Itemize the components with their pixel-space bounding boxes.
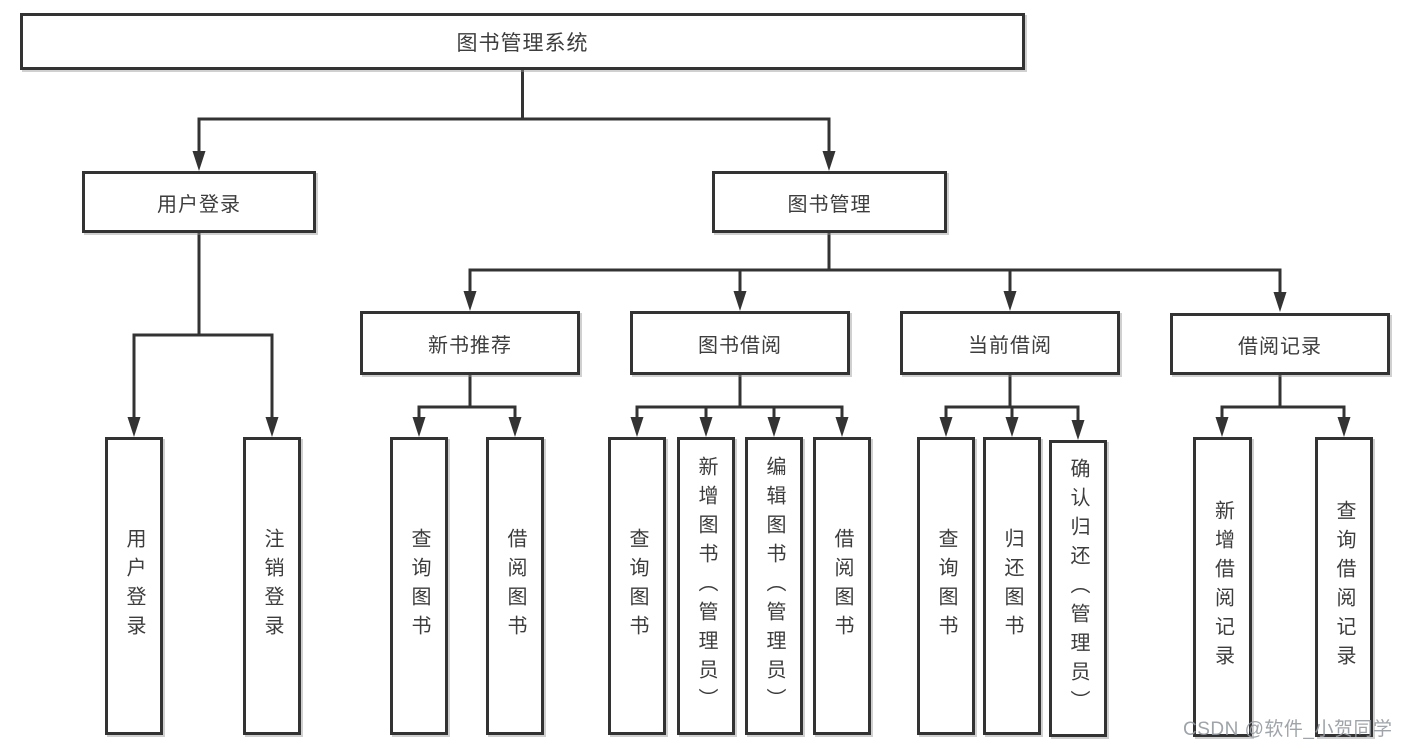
leaf-recommend-borrow-books: 借阅图书 bbox=[486, 437, 544, 735]
leaf-logout-label: 注销登录 bbox=[261, 528, 283, 644]
leaf-edit-books-admin-label: 编辑图书（管理员） bbox=[763, 455, 785, 717]
leaf-confirm-return-admin: 确认归还（管理员） bbox=[1049, 440, 1107, 737]
leaf-recommend-borrow-books-label: 借阅图书 bbox=[504, 528, 526, 644]
node-new-book-recommend: 新书推荐 bbox=[360, 311, 580, 375]
leaf-current-query-books-label: 查询图书 bbox=[935, 528, 957, 644]
leaf-confirm-return-admin-label: 确认归还（管理员） bbox=[1067, 458, 1089, 719]
node-root-system: 图书管理系统 bbox=[20, 13, 1025, 70]
leaf-recommend-query-books-label: 查询图书 bbox=[408, 528, 430, 644]
node-root-system-label: 图书管理系统 bbox=[456, 31, 589, 55]
node-book-management-label: 图书管理 bbox=[787, 193, 872, 216]
leaf-edit-books-admin: 编辑图书（管理员） bbox=[745, 437, 803, 735]
connector-new-book-children bbox=[417, 373, 517, 420]
leaf-borrow-query-books: 查询图书 bbox=[608, 437, 666, 735]
leaf-current-query-books: 查询图书 bbox=[917, 437, 975, 735]
node-user-login-label: 用户登录 bbox=[157, 193, 241, 216]
connector-current-borrow-children bbox=[944, 373, 1080, 423]
connector-book-mgmt-to-level2 bbox=[468, 231, 1282, 295]
leaf-return-books: 归还图书 bbox=[983, 437, 1041, 735]
leaf-query-borrow-record: 查询借阅记录 bbox=[1315, 437, 1373, 737]
leaf-borrow-books: 借阅图书 bbox=[813, 437, 871, 735]
leaf-add-books-admin-label: 新增图书（管理员） bbox=[695, 455, 717, 717]
leaf-return-books-label: 归还图书 bbox=[1001, 528, 1023, 644]
node-user-login: 用户登录 bbox=[82, 171, 316, 233]
node-book-management: 图书管理 bbox=[712, 171, 947, 233]
leaf-add-borrow-record-label: 新增借阅记录 bbox=[1211, 500, 1234, 674]
node-current-borrow-label: 当前借阅 bbox=[968, 334, 1052, 357]
connector-root-to-level1 bbox=[197, 68, 831, 154]
connector-book-borrow-children bbox=[635, 373, 844, 420]
node-borrow-records-label: 借阅记录 bbox=[1238, 335, 1322, 358]
arrowheads bbox=[127, 151, 1351, 440]
node-book-borrow-label: 图书借阅 bbox=[698, 334, 782, 357]
csdn-watermark: CSDN @软件_小贺同学 bbox=[1183, 719, 1393, 740]
node-borrow-records: 借阅记录 bbox=[1170, 313, 1390, 375]
node-new-book-recommend-label: 新书推荐 bbox=[428, 334, 512, 357]
connector-borrow-records-children bbox=[1220, 373, 1346, 420]
leaf-user-login-label: 用户登录 bbox=[123, 528, 145, 644]
leaf-add-borrow-record: 新增借阅记录 bbox=[1193, 437, 1252, 737]
connector-user-login-children bbox=[132, 231, 274, 420]
node-current-borrow: 当前借阅 bbox=[900, 311, 1120, 375]
leaf-recommend-query-books: 查询图书 bbox=[390, 437, 448, 735]
leaf-add-books-admin: 新增图书（管理员） bbox=[677, 437, 735, 735]
leaf-borrow-books-label: 借阅图书 bbox=[831, 528, 853, 644]
leaf-logout: 注销登录 bbox=[243, 437, 301, 735]
leaf-borrow-query-books-label: 查询图书 bbox=[626, 528, 648, 644]
leaf-query-borrow-record-label: 查询借阅记录 bbox=[1333, 500, 1355, 674]
leaf-user-login: 用户登录 bbox=[105, 437, 163, 735]
node-book-borrow: 图书借阅 bbox=[630, 311, 850, 375]
